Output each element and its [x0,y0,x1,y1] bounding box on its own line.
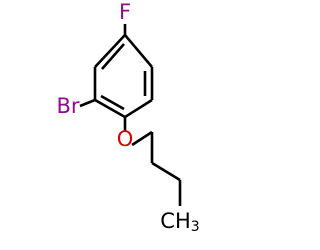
ring-double-bond-c4-c5 [100,94,125,111]
ring-bond-c6-c1 [94,34,126,68]
molecule-structure: F Br O CH3 [56,0,199,235]
oxygen-atom-label: O [117,127,134,151]
butyl-chain [131,130,182,206]
ring-bond-c1-c2 [124,34,153,68]
fluorine-atom-label: F [119,0,131,24]
bond-oxygen-ch2 [131,130,153,147]
ring-bond-c4-c5 [94,98,126,119]
benzene-ring [93,34,154,119]
ring-double-bond-c6-c1 [101,43,125,70]
bond-ch2-ch2-b [151,161,181,182]
methyl-group-label: CH3 [160,209,199,235]
methyl-symbol: CH [160,209,190,233]
methyl-subscript: 3 [191,219,200,235]
bromine-atom-label: Br [56,94,79,118]
bond-c5-bromine [79,98,96,108]
ring-bond-c3-c4 [124,98,153,119]
